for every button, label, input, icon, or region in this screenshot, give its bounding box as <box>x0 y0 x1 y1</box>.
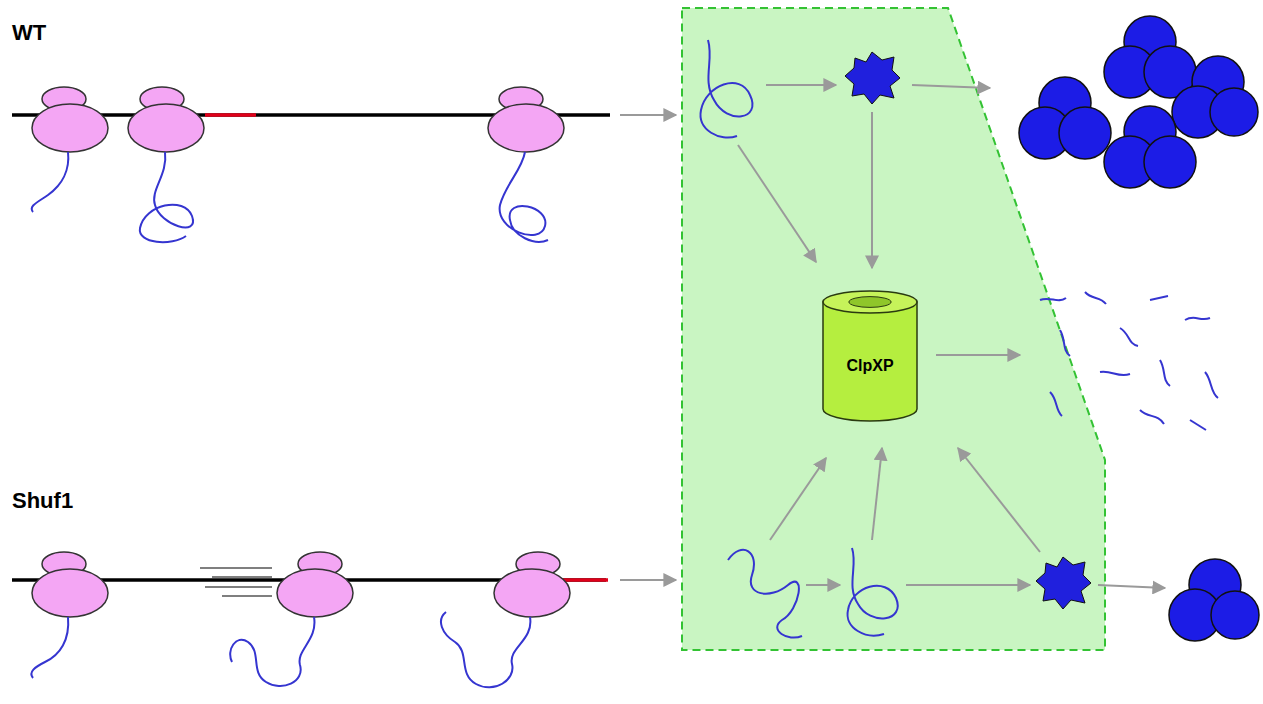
flow-arrow <box>806 584 840 586</box>
cylinder-top <box>823 291 917 313</box>
variant-label: Shuf1 <box>12 488 73 514</box>
folding-intermediate <box>701 40 753 138</box>
peptide-fragment <box>1150 296 1168 300</box>
variant-label: WT <box>12 20 46 46</box>
ribosome-large-subunit <box>488 104 564 152</box>
peptide-fragment <box>1160 360 1170 386</box>
peptide-fragment <box>1085 292 1106 304</box>
ribosome-large-subunit <box>277 569 353 617</box>
flow-arrow <box>872 448 882 540</box>
flow-arrow <box>936 354 1020 356</box>
cylinder-body <box>823 302 917 421</box>
peptide-fragment <box>1140 410 1164 424</box>
peptide-fragment <box>1185 318 1210 320</box>
motion-line <box>222 595 272 597</box>
flow-arrow <box>906 584 1030 586</box>
degradation-region <box>682 8 1105 650</box>
folding-intermediate <box>848 548 898 636</box>
nascent-chain <box>32 152 69 212</box>
flow-arrow <box>871 112 873 268</box>
ribosome-large-subunit <box>32 104 108 152</box>
trimer-subunit <box>1211 591 1259 639</box>
nascent-chain <box>441 612 530 687</box>
nascent-chain <box>31 617 68 678</box>
trimer-subunit <box>1059 107 1111 159</box>
ribosome-large-subunit <box>32 569 108 617</box>
peptide-fragment <box>1120 328 1138 346</box>
flow-arrow <box>738 145 816 262</box>
motion-line <box>212 576 272 578</box>
flow-arrow <box>620 579 676 581</box>
protease-cylinder: ClpXP <box>822 290 918 422</box>
trimer-subunit <box>1144 136 1196 188</box>
peptide-fragment <box>1050 392 1062 416</box>
nascent-chain <box>500 152 548 242</box>
nascent-chain <box>140 152 193 242</box>
ribosome-large-subunit <box>128 104 204 152</box>
cylinder-outline <box>822 290 918 422</box>
flow-arrow <box>1098 585 1165 588</box>
peptide-fragment <box>1205 372 1218 398</box>
motion-line <box>200 567 272 569</box>
folded-monomer <box>1036 557 1091 609</box>
flow-arrow <box>770 458 826 540</box>
peptide-fragment <box>1040 298 1066 300</box>
unfolded-chain <box>728 550 802 638</box>
peptide-fragment <box>1190 420 1206 430</box>
cylinder-pore <box>849 297 891 308</box>
flow-arrow <box>912 85 990 88</box>
flow-arrow <box>958 448 1040 552</box>
motion-line <box>205 586 272 588</box>
peptide-fragment <box>1100 372 1130 375</box>
folded-monomer <box>845 52 900 104</box>
ribosome-large-subunit <box>494 569 570 617</box>
flow-arrow <box>620 114 676 116</box>
protease-name: ClpXP <box>846 357 893 375</box>
trimer-subunit <box>1210 88 1258 136</box>
slow-codon-segment <box>205 113 256 117</box>
flow-arrow <box>766 84 836 86</box>
peptide-fragment <box>1060 330 1070 356</box>
nascent-chain <box>230 617 314 686</box>
